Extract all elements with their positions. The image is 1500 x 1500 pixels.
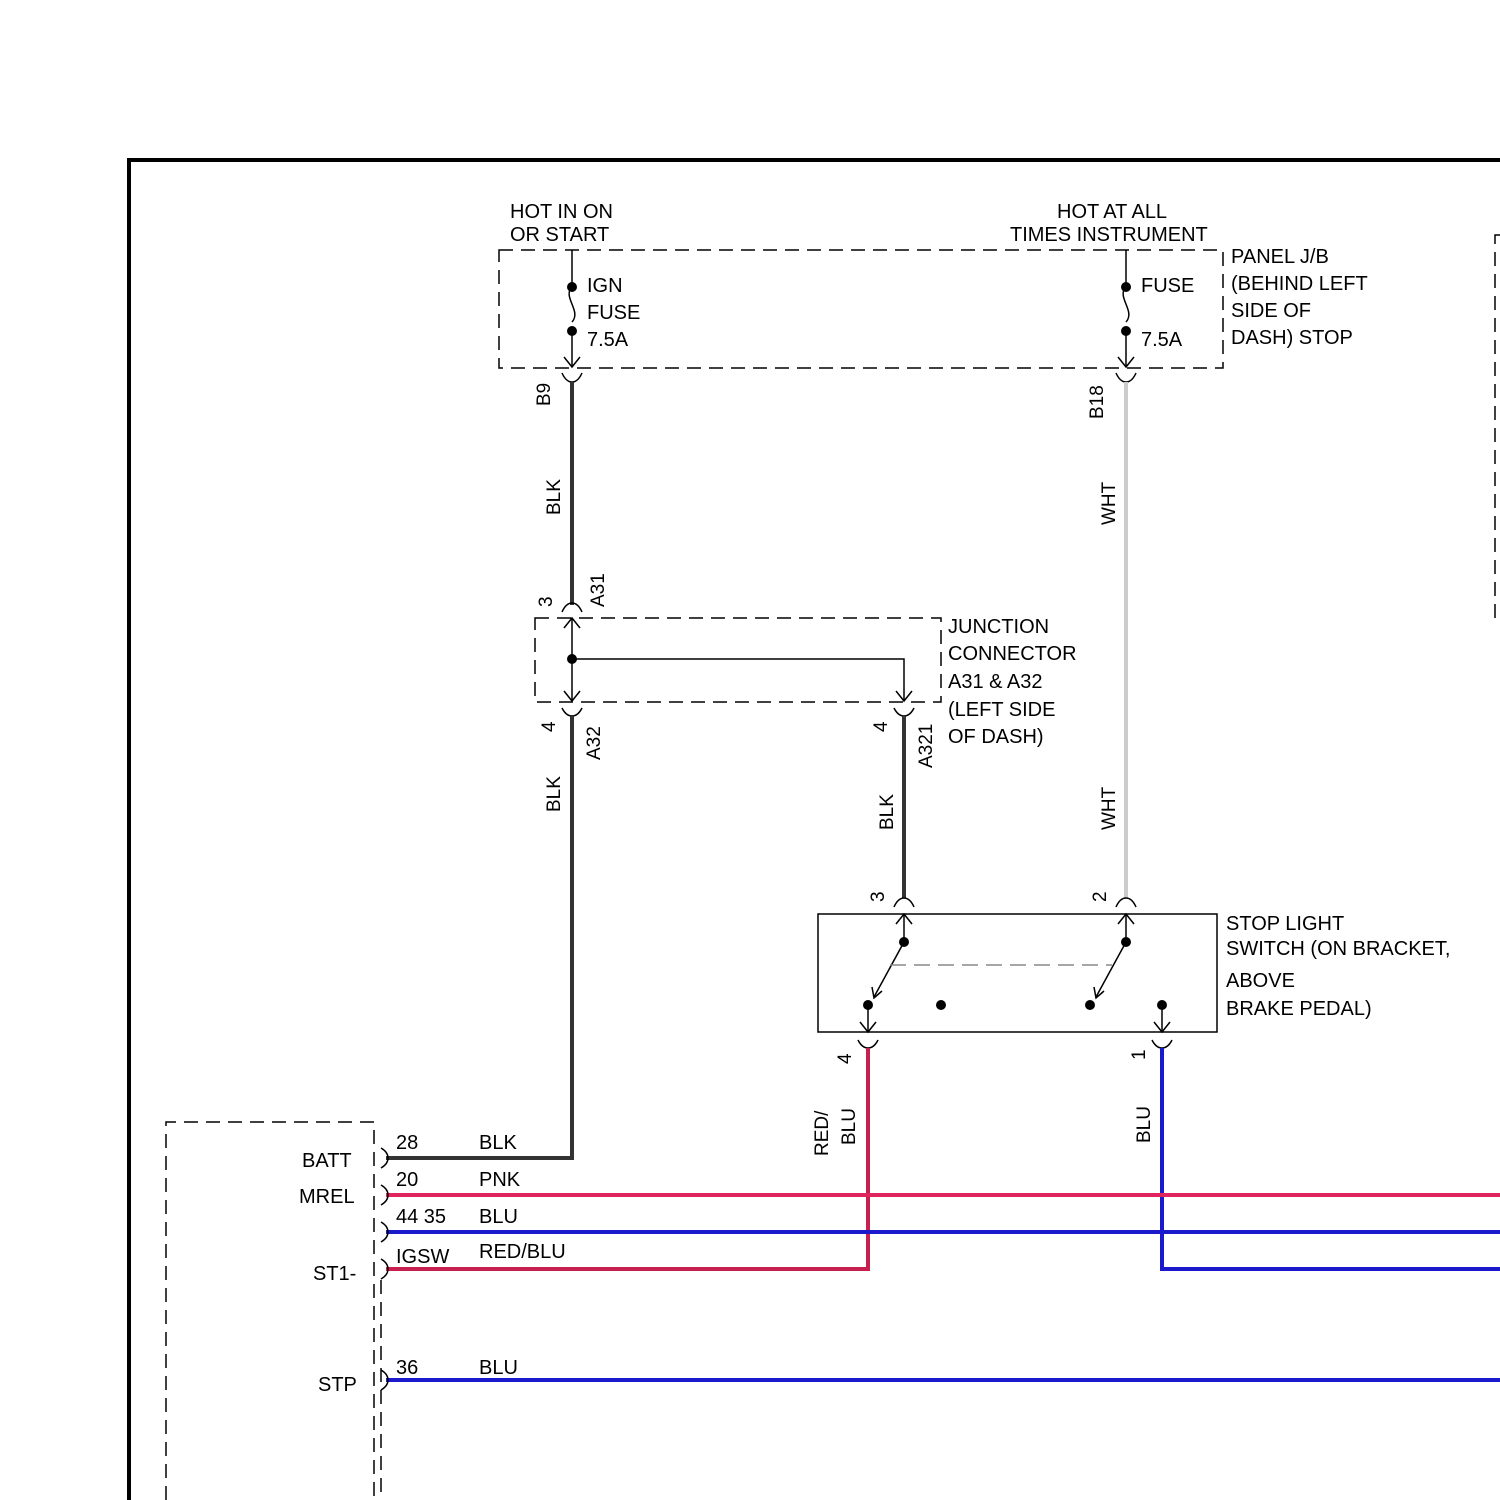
junction-label-1: JUNCTION <box>948 616 1049 638</box>
stop-switch-label-2: SWITCH (ON BRACKET, <box>1226 938 1450 960</box>
ecm-stp-label: STP <box>318 1374 357 1396</box>
hot-at-all-label: HOT AT ALL <box>1057 201 1167 223</box>
or-start-label: OR START <box>510 224 609 246</box>
ecm-mrel-wire-color: PNK <box>479 1169 521 1191</box>
diagram-frame <box>129 160 1500 1500</box>
times-instrument-label: TIMES INSTRUMENT <box>1010 224 1208 246</box>
wire-red-blu-label-2: BLU <box>839 1108 860 1145</box>
ecm-batt-label: BATT <box>302 1150 352 1172</box>
ign-fuse-symbol <box>564 250 580 367</box>
panel-jb-label-3: SIDE OF <box>1231 300 1311 322</box>
wire-blk-mid-label: BLK <box>544 776 565 812</box>
switch-pin3-connector <box>894 898 914 907</box>
wire-blu-sw-label: BLU <box>1134 1106 1155 1143</box>
a32-pin-label: 4 <box>539 721 560 732</box>
wire-wht-mid-label: WHT <box>1099 786 1120 830</box>
hot-in-on-label: HOT IN ON <box>510 201 613 223</box>
b9-label: B9 <box>534 383 555 406</box>
ign-fuse-name-1: IGN <box>587 275 623 297</box>
switch-pin4-connector <box>858 1040 878 1048</box>
stop-fuse-name: FUSE <box>1141 275 1194 297</box>
ecm-mrel-pin: 20 <box>396 1169 418 1191</box>
junction-label-5: OF DASH) <box>948 726 1044 748</box>
junction-internal-wiring <box>564 618 912 701</box>
wire-blu-switch-pin1 <box>1162 1048 1500 1269</box>
wire-red-blu-label-1: RED/ <box>812 1110 833 1156</box>
a32-connector <box>562 708 582 716</box>
ecm-igsw-pin: IGSW <box>396 1246 449 1268</box>
stop-fuse-rating: 7.5A <box>1141 329 1183 351</box>
ign-fuse-name-2: FUSE <box>587 302 640 324</box>
ecm-mrel-label: MREL <box>299 1186 355 1208</box>
b18-connector <box>1116 373 1136 382</box>
ecm-connectors <box>381 1148 388 1500</box>
a31-label: A31 <box>588 573 609 607</box>
stop-switch-label-4: BRAKE PEDAL) <box>1226 998 1372 1020</box>
wire-wht-top-label: WHT <box>1099 481 1120 525</box>
ecm-batt-wire-color: BLK <box>479 1132 517 1154</box>
ign-fuse-rating: 7.5A <box>587 329 629 351</box>
ecm-44-35-wire-color: BLU <box>479 1206 518 1228</box>
a321-label: A321 <box>916 724 937 768</box>
panel-jb-label-2: (BEHIND LEFT <box>1231 273 1368 295</box>
junction-label-2: CONNECTOR <box>948 643 1077 665</box>
a32-label: A32 <box>584 726 605 760</box>
wire-blk-mid2-label: BLK <box>877 794 898 830</box>
stop-fuse-symbol <box>1118 250 1134 367</box>
stop-light-switch-box <box>818 914 1217 1032</box>
a321-connector <box>894 708 914 716</box>
panel-jb-label-1: PANEL J/B <box>1231 246 1329 268</box>
panel-jb-label-4: DASH) STOP <box>1231 327 1353 349</box>
switch-pin2-connector <box>1116 898 1136 907</box>
switch-pin2-label: 2 <box>1090 891 1111 902</box>
right-component-bracket <box>1495 235 1500 625</box>
ecm-st1-wire-color: RED/BLU <box>479 1241 566 1263</box>
ecm-batt-pin: 28 <box>396 1132 418 1154</box>
switch-pin1-connector <box>1152 1040 1172 1048</box>
switch-pin1-label: 1 <box>1129 1049 1150 1060</box>
junction-connector-box <box>535 618 941 702</box>
switch-pin3-label: 3 <box>868 891 889 902</box>
ecm-outline <box>166 1122 374 1500</box>
switch-pin4-label: 4 <box>835 1053 856 1064</box>
b9-connector <box>562 373 582 382</box>
a321-pin-label: 4 <box>871 721 892 732</box>
ecm-44-35-pin: 44 35 <box>396 1206 446 1228</box>
junction-label-3: A31 & A32 <box>948 671 1043 693</box>
a31-pin-label: 3 <box>536 596 557 607</box>
ecm-st1-label: ST1- <box>313 1263 356 1285</box>
b18-label: B18 <box>1087 385 1108 419</box>
ecm-stp-wire-color: BLU <box>479 1357 518 1379</box>
junction-label-4: (LEFT SIDE <box>948 699 1055 721</box>
ecm-stp-pin: 36 <box>396 1357 418 1379</box>
wire-blk-top-label: BLK <box>544 479 565 515</box>
stop-switch-label-3: ABOVE <box>1226 970 1295 992</box>
stop-switch-label-1: STOP LIGHT <box>1226 913 1344 935</box>
stop-light-switch-contacts <box>860 914 1170 1032</box>
